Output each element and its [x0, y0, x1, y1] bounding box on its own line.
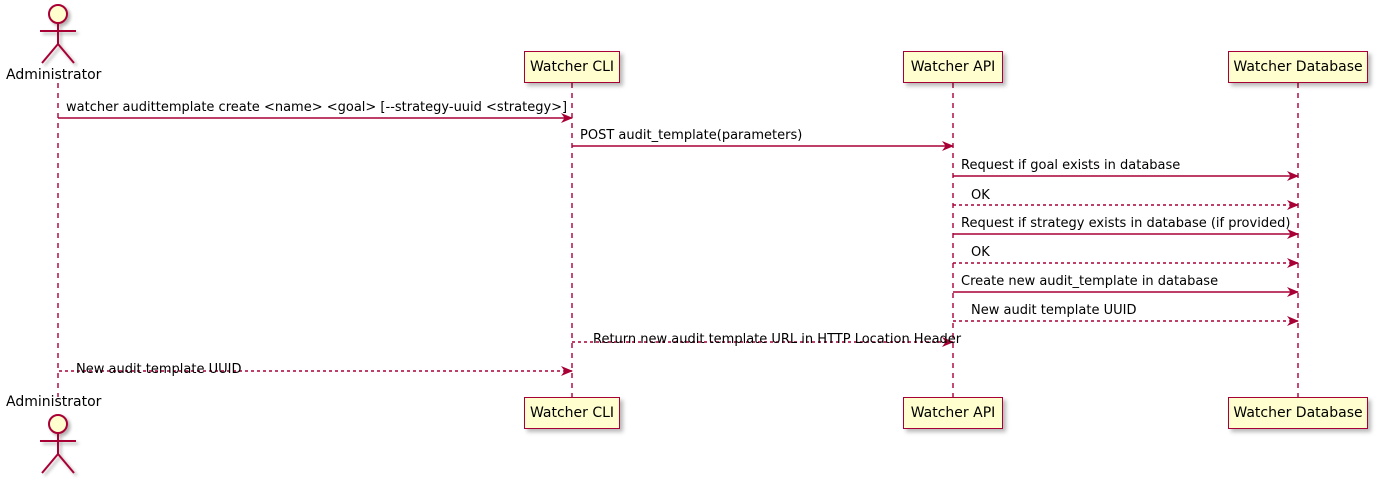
message-label-9: Return new audit template URL in HTTP Lo…	[593, 332, 962, 347]
message-label-10: New audit template UUID	[76, 362, 242, 377]
participant-box-watcher-database-bottom[interactable]: Watcher Database	[1228, 397, 1368, 429]
participant-box-watcher-api-bottom[interactable]: Watcher API	[903, 397, 1003, 429]
participant-box-watcher-database-top[interactable]: Watcher Database	[1228, 51, 1368, 83]
participant-label-watcher-cli-top: Watcher CLI	[529, 59, 615, 75]
actor-admin-top	[40, 4, 76, 64]
participant-label-watcher-database-bottom: Watcher Database	[1233, 405, 1363, 421]
participant-label-watcher-cli-bottom: Watcher CLI	[529, 405, 615, 421]
message-label-6: OK	[971, 245, 990, 260]
participant-label-watcher-api-bottom: Watcher API	[910, 405, 996, 421]
actor-admin-bottom	[40, 414, 76, 474]
message-label-3: Request if goal exists in database	[961, 158, 1181, 173]
participant-label-watcher-database-top: Watcher Database	[1233, 59, 1363, 75]
message-label-7: Create new audit_template in database	[961, 274, 1219, 289]
message-label-2: POST audit_template(parameters)	[580, 128, 803, 143]
actor-label-administrator-top: Administrator	[6, 67, 102, 83]
participant-label-watcher-api-top: Watcher API	[910, 59, 996, 75]
message-label-4: OK	[971, 188, 990, 203]
message-label-1: watcher audittemplate create <name> <goa…	[66, 100, 568, 115]
actor-figures-group	[40, 4, 76, 474]
participant-box-watcher-cli-bottom[interactable]: Watcher CLI	[524, 397, 620, 429]
message-label-8: New audit template UUID	[971, 303, 1137, 318]
participant-box-watcher-api-top[interactable]: Watcher API	[903, 51, 1003, 83]
participant-box-watcher-cli-top[interactable]: Watcher CLI	[524, 51, 620, 83]
messages-group	[58, 113, 1299, 376]
actor-label-administrator-bottom: Administrator	[6, 394, 102, 410]
message-label-5: Request if strategy exists in database (…	[961, 216, 1291, 231]
